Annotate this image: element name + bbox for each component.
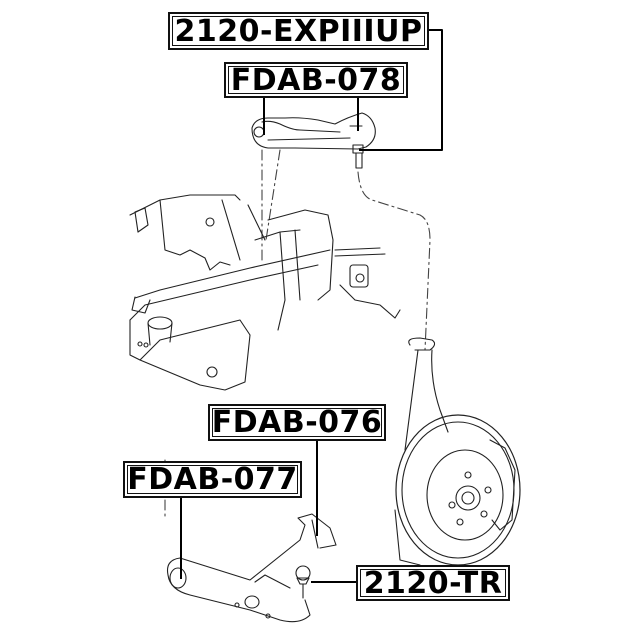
frame-assembly (129, 194, 401, 391)
steering-knuckle-and-brake (394, 337, 521, 566)
upper-control-arm (251, 112, 376, 169)
leader-lines (180, 29, 443, 583)
part-label-lower-rear-bushing: FDAB-076 (208, 404, 386, 441)
lower-control-arm (166, 513, 337, 623)
part-label-lower-front-bushing: FDAB-077 (123, 461, 302, 498)
lower-ball-joint (295, 565, 311, 599)
part-label-upper-ball-joint: 2120-EXPIIIUP (168, 12, 429, 50)
part-label-upper-arm-bushing: FDAB-078 (224, 62, 408, 98)
part-label-lower-ball-joint: 2120-TR (356, 565, 510, 601)
